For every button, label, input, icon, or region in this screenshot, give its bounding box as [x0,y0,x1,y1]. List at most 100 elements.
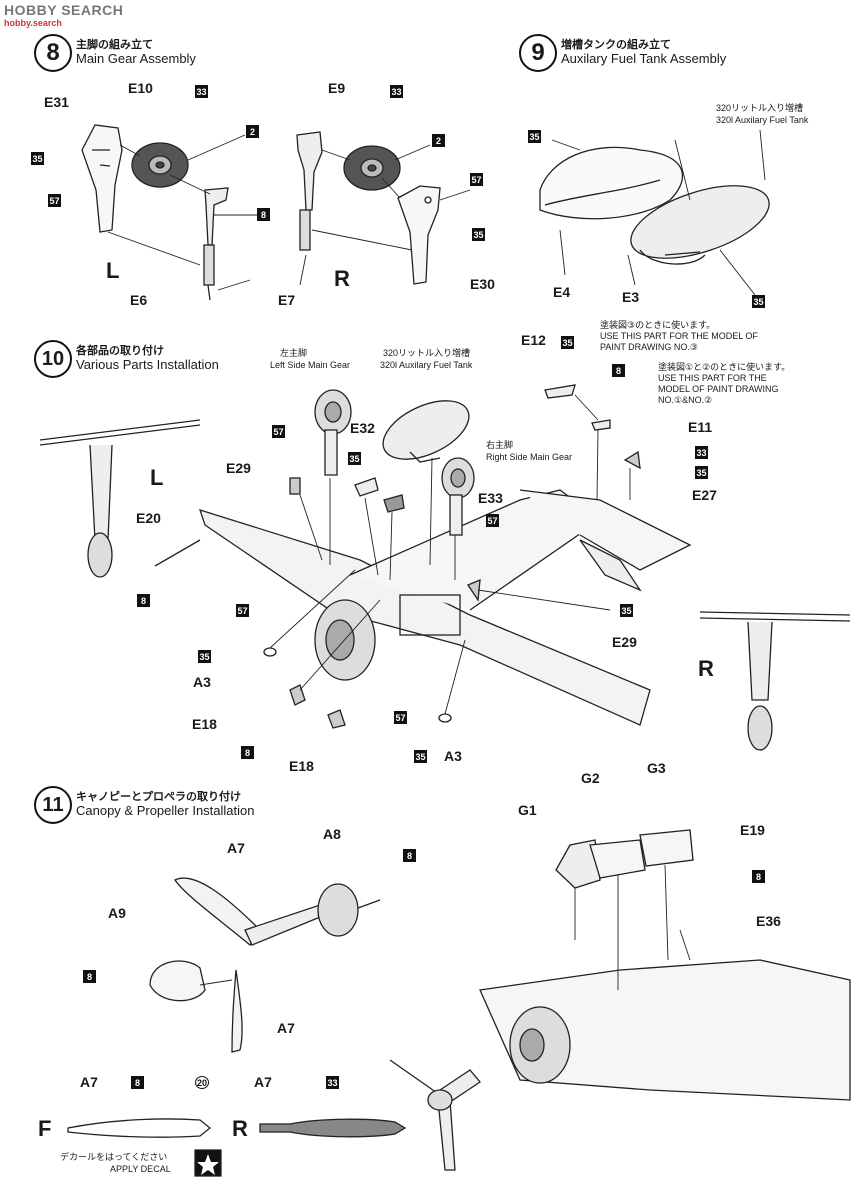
step11-guide-lines [199,864,691,990]
paint-code-8: 8 [241,746,254,759]
part-label-e31: E31 [44,94,69,110]
part-label-e7: E7 [278,292,296,308]
step-8-number: 8 [34,34,72,72]
step8-guide-lines [107,134,471,291]
left-main-gear-drawing [314,389,352,476]
part-label-e18-b: E18 [289,758,314,774]
part-label-e18: E18 [192,716,217,732]
step-10-number: 10 [34,340,72,378]
part-label-e3: E3 [622,289,640,305]
paint-code-2: 2 [432,134,445,147]
note-right-gear-en: Right Side Main Gear [486,452,573,462]
right-main-gear-drawing [441,457,475,536]
step-11-title-en: Canopy & Propeller Installation [76,803,255,818]
front-blade-drawing [67,1118,212,1138]
note-left-gear-jp: 左主脚 [280,348,308,358]
paint-code-8: 8 [752,870,765,883]
paint-code-57: 57 [486,514,499,527]
part-label-e32: E32 [350,420,375,436]
side-letter-f: F [38,1116,52,1141]
step-8-title-en: Main Gear Assembly [76,51,196,66]
side-letter-r: R [334,266,350,291]
note-tank-jp-10: 320リットル入り増槽 [383,348,471,358]
part-label-e6: E6 [130,292,148,308]
part-label-a7-r: A7 [254,1074,272,1090]
step-10-title-jp: 各部品の取り付け [76,345,164,357]
paint-code-35: 35 [472,228,485,241]
part-label-g3: G3 [647,760,666,776]
paint-code-57: 57 [48,194,61,207]
side-letter-r-10: R [698,656,714,681]
step-11-title-jp: キャノピーとプロペラの取り付け [76,791,241,803]
paint-code-8: 8 [83,970,96,983]
paint-code-35: 35 [528,130,541,143]
part-label-e19: E19 [740,822,765,838]
part-label-a7-lower: A7 [277,1020,295,1036]
part-label-a8: A8 [323,826,341,842]
part-label-e4: E4 [553,284,571,300]
note-fuel-tank-jp: 320リットル入り増槽 [716,103,804,113]
note-decal-jp: デカールをはってください [60,1152,168,1162]
paint-code-57: 57 [272,425,285,438]
step-11-number: 11 [34,786,72,824]
right-strut-drawing [296,131,323,251]
paint-code-8: 8 [257,208,270,221]
decal-star-drawing [194,1149,222,1177]
part-label-e30: E30 [470,276,495,292]
part-label-e9: E9 [328,80,346,96]
right-gear-door-drawing [397,185,441,285]
paint-code-8: 8 [137,594,150,607]
left-gear-door-drawing [81,124,123,233]
propeller-assembly-drawing [149,877,381,1053]
step-10-title-en: Various Parts Installation [76,357,219,372]
part-label-e11: E11 [688,419,713,435]
right-wheel-drawing [343,145,401,191]
note-tank-en-10: 320l Auxilary Fuel Tank [380,360,473,370]
aircraft-nose-drawing [389,959,851,1171]
side-letter-r-11: R [232,1116,248,1141]
note-e11-en3: NO.①&NO.② [658,395,713,405]
paint-code-33: 33 [326,1076,339,1089]
paint-code-33: 33 [390,85,403,98]
watermark-sub: hobby.search [4,18,62,28]
part-label-e12: E12 [521,332,546,348]
note-e12-jp: 塗装図③のときに使います。 [600,320,716,330]
paint-code-20: 20 [195,1076,210,1089]
side-letter-l: L [106,258,120,283]
part-label-g1: G1 [518,802,537,818]
paint-code-35: 35 [31,152,44,165]
left-gear-detail-drawing [39,419,201,578]
paint-code-35: 35 [198,650,211,663]
note-fuel-tank-en: 320l Auxilary Fuel Tank [716,115,809,125]
left-wheel-drawing [131,142,189,188]
part-label-a3: A3 [193,674,211,690]
step10-guide-lines [269,394,631,715]
step-9-title-jp: 増槽タンクの組み立て [561,39,671,51]
part-label-e10: E10 [128,80,153,96]
part-label-a7: A7 [227,840,245,856]
paint-code-8: 8 [403,849,416,862]
step-9-title-en: Auxilary Fuel Tank Assembly [561,51,727,66]
part-label-e29-right: E29 [612,634,637,650]
step-9-number: 9 [519,34,557,72]
paint-code-35: 35 [561,336,574,349]
paint-code-35: 35 [695,466,708,479]
part-label-e27: E27 [692,487,717,503]
rear-blade-drawing [259,1118,407,1138]
part-label-a7-f: A7 [80,1074,98,1090]
note-e12-en1: USE THIS PART FOR THE MODEL OF [600,331,758,341]
small-parts-step10-drawing [154,384,641,729]
note-decal-en: APPLY DECAL [110,1164,171,1174]
watermark: HOBBY SEARCH [4,2,124,18]
paint-code-2: 2 [246,125,259,138]
note-e11-jp: 塗装図①と②のときに使います。 [658,362,791,372]
note-right-gear-jp: 右主脚 [486,440,514,450]
step9-guide-lines [551,129,766,296]
paint-code-57: 57 [236,604,249,617]
note-e11-en2: MODEL OF PAINT DRAWING [658,384,779,394]
paint-code-57: 57 [394,711,407,724]
part-label-a9: A9 [108,905,126,921]
paint-code-8: 8 [131,1076,144,1089]
aircraft-wing-drawing [198,489,692,726]
